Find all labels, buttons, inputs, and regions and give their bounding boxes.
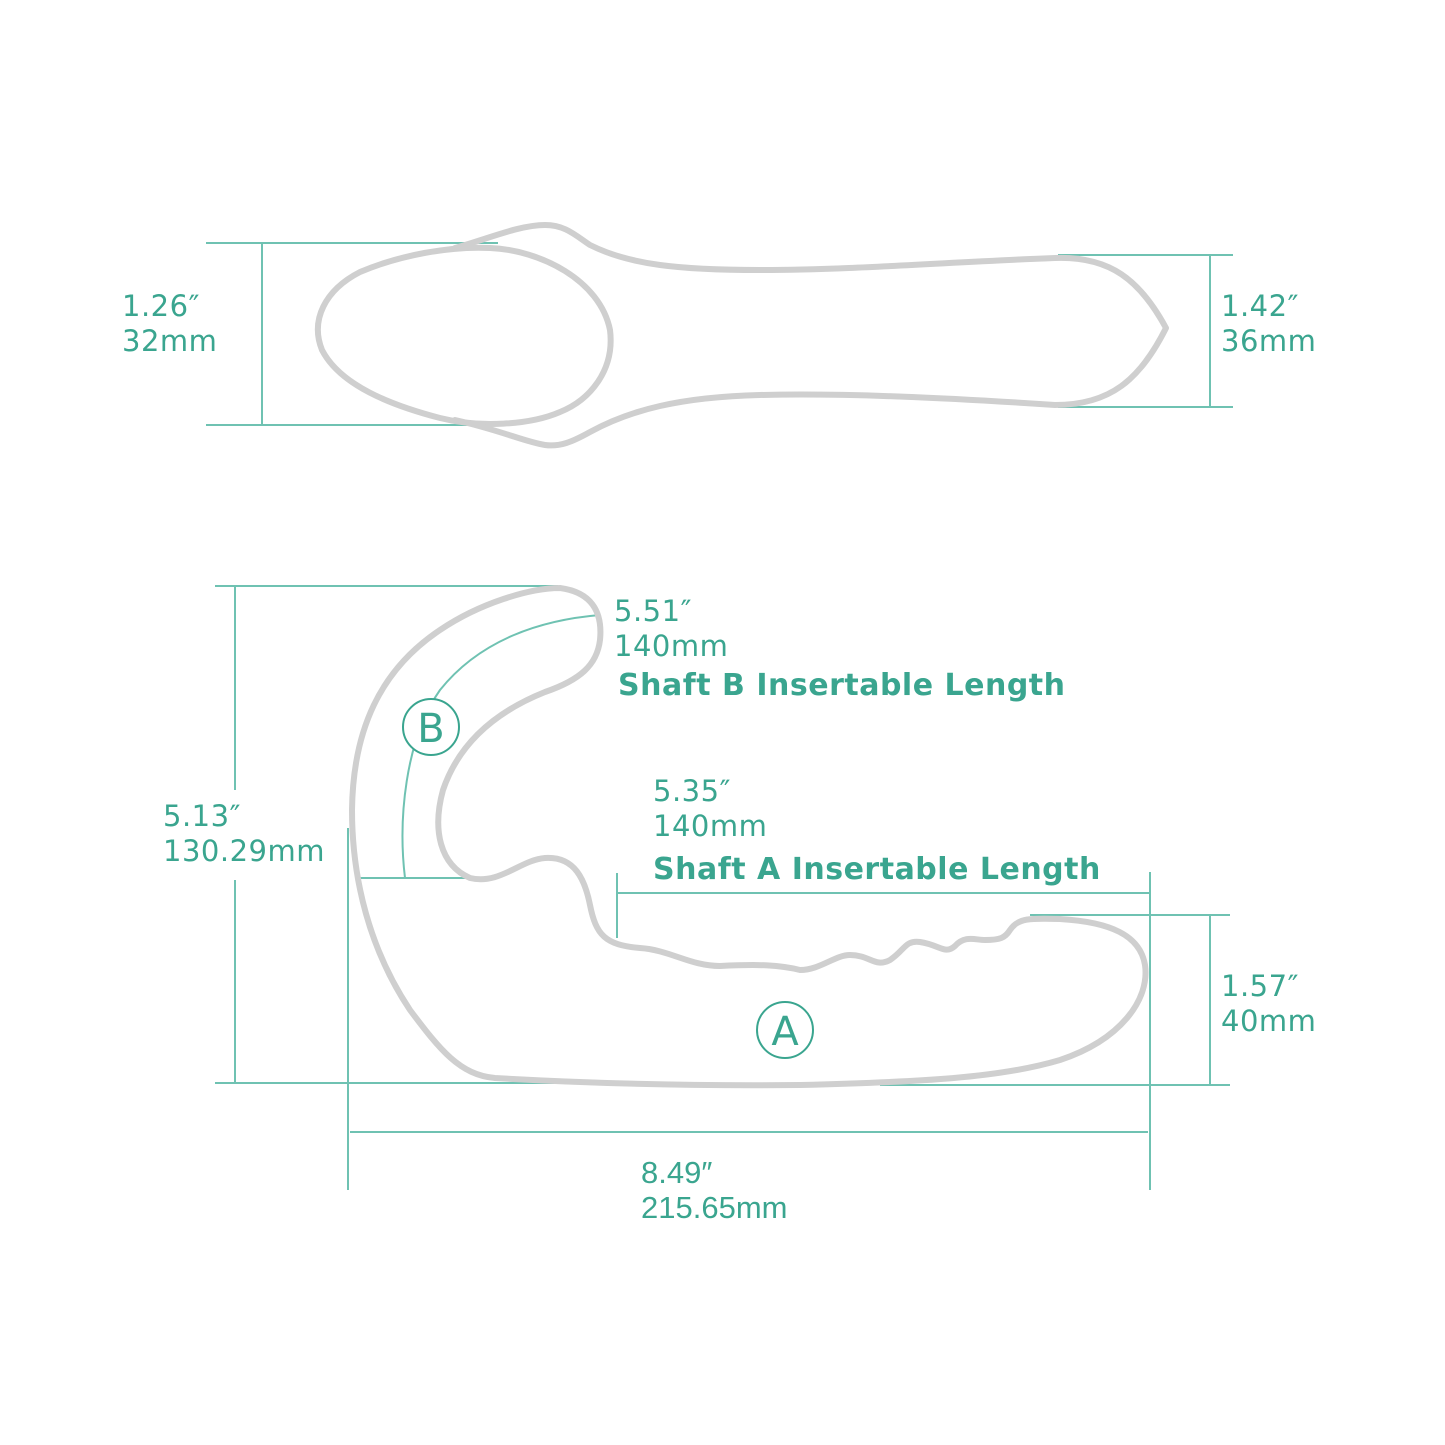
- tip-width-inches: 1.57″: [1221, 969, 1299, 1003]
- side-body-outline: [349, 585, 1149, 1089]
- shaft-b-marker-label: B: [417, 706, 444, 752]
- total-length-mm: 215.65mm: [641, 1190, 788, 1225]
- top-body-outline: [452, 222, 1169, 449]
- total-length-dimension-label: 8.49″ 215.65mm: [641, 1155, 787, 1225]
- shaft-a-mm: 140mm: [653, 809, 768, 843]
- side-view: B A: [215, 585, 1230, 1190]
- top-left-mm: 32mm: [122, 324, 218, 358]
- shaft-a-caption: Shaft A Insertable Length: [653, 852, 1101, 887]
- shaft-b-caption: Shaft B Insertable Length: [618, 668, 1066, 703]
- shaft-b-inches: 5.51″: [614, 594, 692, 628]
- top-right-inches: 1.42″: [1221, 289, 1299, 323]
- tip-width-mm: 40mm: [1221, 1004, 1317, 1038]
- shaft-a-marker: A: [756, 1001, 814, 1059]
- top-view: [206, 222, 1233, 449]
- shaft-b-arc: [401, 614, 601, 879]
- height-inches: 5.13″: [163, 799, 241, 833]
- shaft-b-mm: 140mm: [614, 629, 729, 663]
- shaft-b-marker: B: [402, 698, 460, 756]
- shaft-b-dimension-label: 5.51″ 140mm Shaft B Insertable Length: [614, 594, 1066, 703]
- top-right-mm: 36mm: [1221, 324, 1317, 358]
- height-dimension-label: 5.13″ 130.29mm: [163, 799, 325, 869]
- tip-width-dimension-label: 1.57″ 40mm: [1221, 969, 1316, 1039]
- height-mm: 130.29mm: [163, 834, 325, 868]
- total-length-inches: 8.49″: [641, 1155, 713, 1190]
- shaft-a-marker-label: A: [771, 1009, 799, 1055]
- shaft-a-dimension-label: 5.35″ 140mm Shaft A Insertable Length: [653, 774, 1101, 887]
- shaft-a-inches: 5.35″: [653, 774, 731, 808]
- top-bulb-outline: [315, 244, 614, 427]
- top-left-inches: 1.26″: [122, 289, 200, 323]
- top-right-dimension-label: 1.42″ 36mm: [1221, 289, 1316, 359]
- top-left-dimension-label: 1.26″ 32mm: [122, 289, 217, 359]
